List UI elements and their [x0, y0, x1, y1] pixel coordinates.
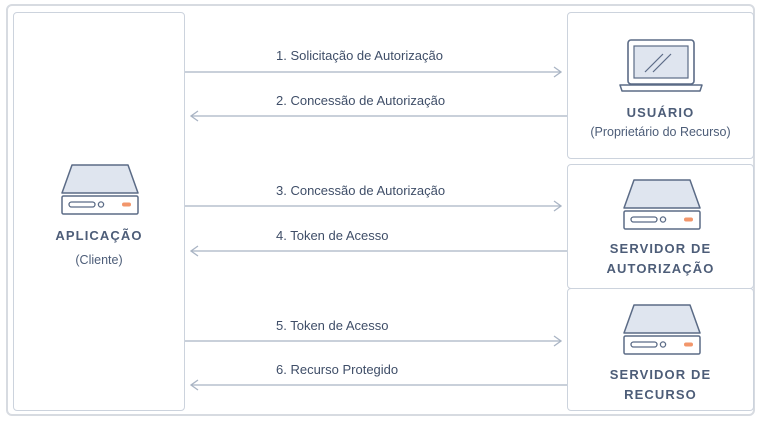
user-subtitle: (Proprietário do Recurso) — [590, 125, 731, 139]
user-title: USUÁRIO — [626, 105, 695, 120]
message-label-1: 1. Solicitação de Autorização — [276, 48, 443, 63]
resource-server-title-line2: RECURSO — [624, 387, 697, 402]
server-icon — [61, 164, 139, 215]
arrow-left-4 — [189, 245, 567, 257]
auth-server-title-line1: SERVIDOR DE — [609, 241, 712, 256]
arrow-right-1 — [185, 66, 563, 78]
auth-server-title-line2: AUTORIZAÇÃO — [606, 261, 715, 276]
message-label-3: 3. Concessão de Autorização — [276, 183, 446, 198]
client-box: APLICAÇÃO (Cliente) — [13, 12, 185, 411]
message-label-6: 6. Recurso Protegido — [276, 362, 399, 377]
message-label-5: 5. Token de Acesso — [276, 318, 389, 333]
client-subtitle: (Cliente) — [75, 253, 123, 267]
message-label-2: 2. Concessão de Autorização — [276, 93, 446, 108]
user-box: USUÁRIO (Proprietário do Recurso) — [567, 12, 754, 159]
resource-server-title-line1: SERVIDOR DE — [609, 367, 712, 382]
server-icon — [623, 304, 701, 355]
arrow-right-5 — [185, 335, 563, 347]
arrow-right-3 — [185, 200, 563, 212]
arrow-left-6 — [189, 379, 567, 391]
client-title: APLICAÇÃO — [55, 228, 143, 243]
server-icon — [623, 179, 701, 230]
laptop-icon — [619, 39, 703, 92]
arrow-left-2 — [189, 110, 567, 122]
message-label-4: 4. Token de Acesso — [276, 228, 389, 243]
auth-server-box: SERVIDOR DE AUTORIZAÇÃO — [567, 164, 754, 289]
resource-server-box: SERVIDOR DE RECURSO — [567, 288, 754, 411]
